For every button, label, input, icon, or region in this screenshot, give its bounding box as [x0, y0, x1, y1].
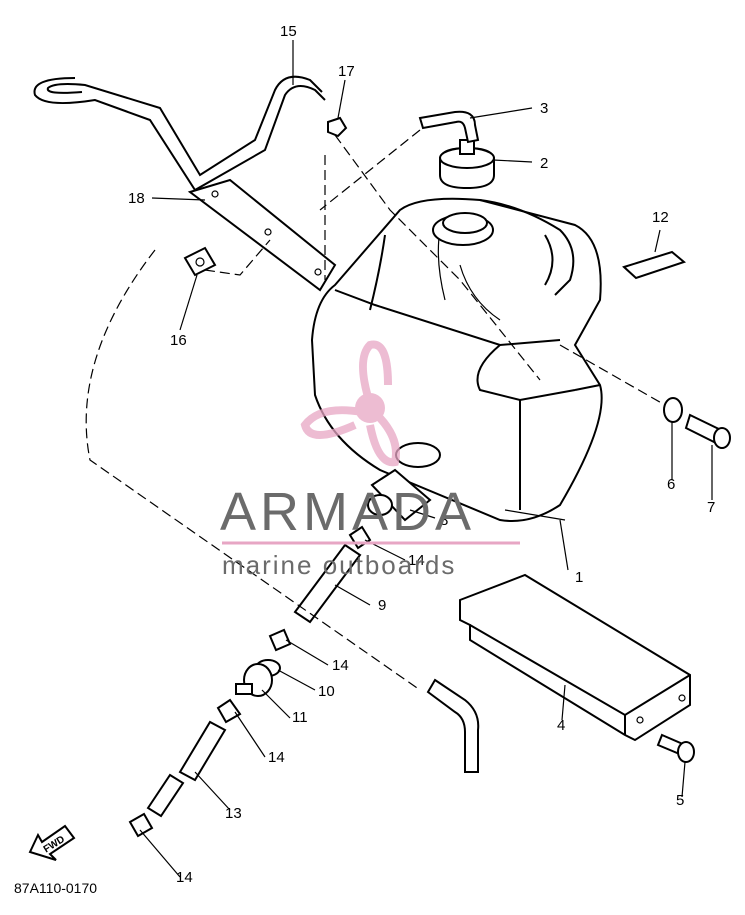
callout-18: 18 [128, 190, 145, 207]
fuel-hose [293, 543, 362, 624]
bracket [187, 178, 337, 292]
fuel-tank [310, 197, 603, 522]
callout-4: 4 [557, 717, 565, 734]
breather-pipe [33, 77, 326, 192]
callout-17: 17 [338, 63, 355, 80]
callout-12: 12 [652, 209, 669, 226]
callout-16: 16 [170, 332, 187, 349]
watermark-tagline: marine outboards [222, 550, 456, 580]
callout-13: 13 [225, 805, 242, 822]
label-plate [622, 250, 687, 280]
callout-3: 3 [540, 100, 548, 117]
callout-6: 6 [667, 476, 675, 493]
bolt [684, 413, 731, 449]
callout-8: 8 [440, 512, 448, 529]
washer [663, 397, 683, 423]
callout-7: 7 [707, 499, 715, 516]
fuel-cock [235, 663, 273, 697]
callout-14d: 14 [176, 869, 193, 886]
clamp [327, 116, 348, 138]
callout-15: 15 [280, 23, 297, 40]
armada-watermark: ARMADA marine outboards [220, 340, 520, 580]
leader-lines [139, 40, 713, 878]
callout-10: 10 [318, 683, 335, 700]
bolt-lower [656, 733, 695, 763]
callout-9: 9 [378, 597, 386, 614]
logo-blade [358, 340, 392, 412]
propeller-logo [300, 340, 400, 467]
vent-hose [418, 110, 480, 144]
callout-14a: 14 [408, 552, 425, 569]
callout-2: 2 [540, 155, 548, 172]
callout-14b: 14 [332, 657, 349, 674]
fuel-filter [367, 468, 432, 522]
fuel-cap [439, 139, 495, 190]
callout-14c: 14 [268, 749, 285, 766]
callout-11: 11 [292, 709, 308, 726]
callout-numbers: 1 2 3 4 5 6 7 8 9 10 11 12 13 14 14 14 1… [128, 23, 715, 886]
callout-1: 1 [575, 569, 583, 586]
tank-bracket [459, 573, 691, 742]
diagram-code: 87A110-0170 [14, 880, 97, 896]
watermark-brand: ARMADA [220, 482, 475, 542]
callout-5: 5 [676, 792, 684, 809]
fwd-arrow: FWD [28, 824, 76, 861]
fuel-hose-lower [178, 720, 227, 782]
clip [183, 246, 217, 277]
